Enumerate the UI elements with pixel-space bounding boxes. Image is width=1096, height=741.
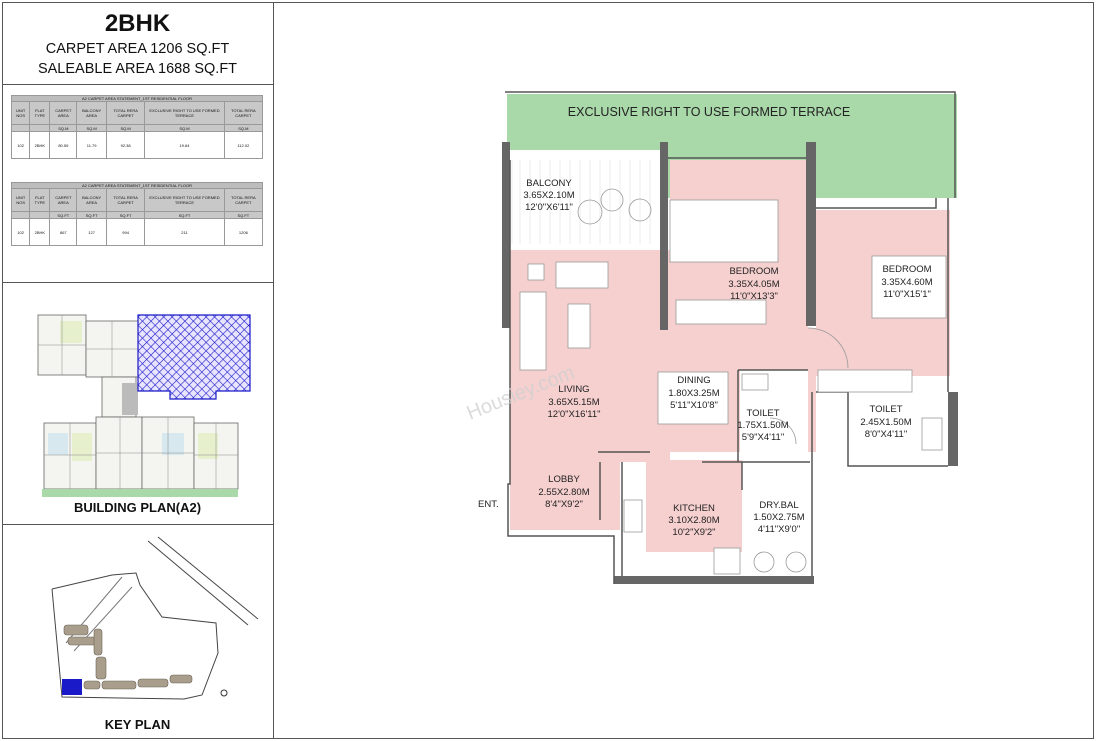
table-cell: 102 xyxy=(10,218,31,246)
kitchen-metric: 3.10X2.80M xyxy=(668,515,719,526)
toilet2-imperial: 8'0"X4'11" xyxy=(865,429,907,440)
key-plan-drawing xyxy=(51,536,259,700)
table-cell: 80.59 xyxy=(49,131,78,159)
lobby-metric: 2.55X2.80M xyxy=(538,487,589,498)
col-header: CARPET AREA xyxy=(49,101,78,125)
table-cell: 211 xyxy=(144,218,225,246)
info-sidebar: 2BHK CARPET AREA 1206 SQ.FT SALEABLE ARE… xyxy=(2,2,274,739)
bedroom1-name: BEDROOM xyxy=(729,266,778,277)
dining-metric: 1.80X3.25M xyxy=(668,388,719,399)
lobby-imperial: 8'4"X9'2" xyxy=(545,499,583,510)
table-cell: 867 xyxy=(49,218,78,246)
living-name: LIVING xyxy=(558,384,589,395)
table-row: 102 2BHK 867 127 994 211 1206 xyxy=(10,218,264,246)
toilet2-name: TOILET xyxy=(869,404,902,415)
staircase xyxy=(122,383,138,415)
room-fill xyxy=(198,433,218,459)
building-plan-section: BUILDING PLAN(A2) xyxy=(2,283,273,525)
living-metric: 3.65X5.15M xyxy=(548,397,599,408)
bedroom2-imperial: 11'0"X15'1" xyxy=(883,289,931,300)
balcony-imperial: 12'0"X6'11" xyxy=(525,202,573,213)
drybal-imperial: 4'11"X9'0" xyxy=(758,524,800,535)
toilet2-metric: 2.45X1.50M xyxy=(860,417,911,428)
room-fill xyxy=(48,433,68,455)
site-boundary xyxy=(51,572,219,700)
carpet-area: CARPET AREA 1206 SQ.FT xyxy=(45,41,230,57)
toilet1-metric: 1.75X1.50M xyxy=(737,420,788,431)
col-header: UNIT NOS xyxy=(10,188,31,212)
dining-name: DINING xyxy=(677,375,710,386)
room-fill xyxy=(72,433,92,461)
table-cell: 994 xyxy=(105,218,146,246)
bedroom1-metric: 3.35X4.05M xyxy=(728,279,779,290)
col-header: TOTAL RERA CARPET xyxy=(223,101,264,125)
table-cell: 102 xyxy=(10,131,31,159)
saleable-area: SALEABLE AREA 1688 SQ.FT xyxy=(37,61,238,77)
balcony-deck xyxy=(511,160,651,244)
table-row: 102 2BHK 80.59 11.79 92.38 19.64 112.02 xyxy=(10,131,264,159)
balcony-name: BALCONY xyxy=(526,178,572,189)
col-header: FLAT TYPE xyxy=(29,101,51,125)
col-header: TOTAL RERA CARPET xyxy=(223,188,264,212)
area-statements: A2 CARPET AREA STATEMENT_1ST RESIDENTIAL… xyxy=(2,85,273,283)
entrance-label: ENT. xyxy=(478,499,499,510)
kitchen-name: KITCHEN xyxy=(673,503,715,514)
table-cell: 19.64 xyxy=(144,131,225,159)
key-plan-caption: KEY PLAN xyxy=(104,717,171,732)
thin-walls xyxy=(507,157,949,584)
lobby-name: LOBBY xyxy=(548,474,580,485)
drybal-name: DRY.BAL xyxy=(759,500,798,511)
unit-header: 2BHK CARPET AREA 1206 SQ.FT SALEABLE ARE… xyxy=(2,2,273,85)
area-table-sqm: A2 CARPET AREA STATEMENT_1ST RESIDENTIAL… xyxy=(10,95,264,159)
table-cell: 127 xyxy=(76,218,107,246)
area-table-sqft: A2 CARPET AREA STATEMENT_1ST RESIDENTIAL… xyxy=(10,182,264,246)
room-fill xyxy=(60,321,82,343)
highlighted-unit-a2 xyxy=(137,314,251,400)
terrace-label: EXCLUSIVE RIGHT TO USE FORMED TERRACE xyxy=(568,105,850,119)
toilet1-imperial: 5'9"X4'11" xyxy=(742,432,784,443)
walls xyxy=(502,142,958,584)
balcony-metric: 3.65X2.10M xyxy=(523,190,574,201)
toilet1-name: TOILET xyxy=(746,408,779,419)
highlighted-tower xyxy=(62,679,82,695)
furniture xyxy=(519,188,947,575)
room-fill xyxy=(162,433,184,455)
bedroom1-imperial: 11'0"X13'3" xyxy=(730,291,778,302)
table-cell: 2BHK xyxy=(29,131,51,159)
table-cell: 112.02 xyxy=(223,131,264,159)
table-cell: 1206 xyxy=(223,218,264,246)
table-cell: 2BHK xyxy=(29,218,51,246)
bedroom2-name: BEDROOM xyxy=(882,264,931,275)
key-plan-section: KEY PLAN xyxy=(2,525,273,739)
building-blocks xyxy=(63,624,193,690)
kitchen-imperial: 10'2"X9'2" xyxy=(672,527,715,538)
road-line xyxy=(147,540,249,626)
dining-imperial: 5'11"X10'8" xyxy=(670,400,718,411)
col-header: EXCLUSIVE RIGHT TO USE FORMED TERRACE xyxy=(144,101,225,125)
building-plan-drawing xyxy=(37,314,251,497)
landscape-strip xyxy=(42,489,238,497)
living-imperial: 12'0"X16'11" xyxy=(548,409,601,420)
col-header: TOTAL RERA CARPET xyxy=(105,101,146,125)
road-line xyxy=(157,536,259,620)
building-plan-caption: BUILDING PLAN(A2) xyxy=(73,500,202,515)
table-cell: 92.38 xyxy=(105,131,146,159)
unit-type: 2BHK xyxy=(104,10,171,37)
col-header: CARPET AREA xyxy=(49,188,78,212)
drybal-metric: 1.50X2.75M xyxy=(753,512,804,523)
north-icon xyxy=(220,689,228,697)
bedroom2-metric: 3.35X4.60M xyxy=(881,277,932,288)
